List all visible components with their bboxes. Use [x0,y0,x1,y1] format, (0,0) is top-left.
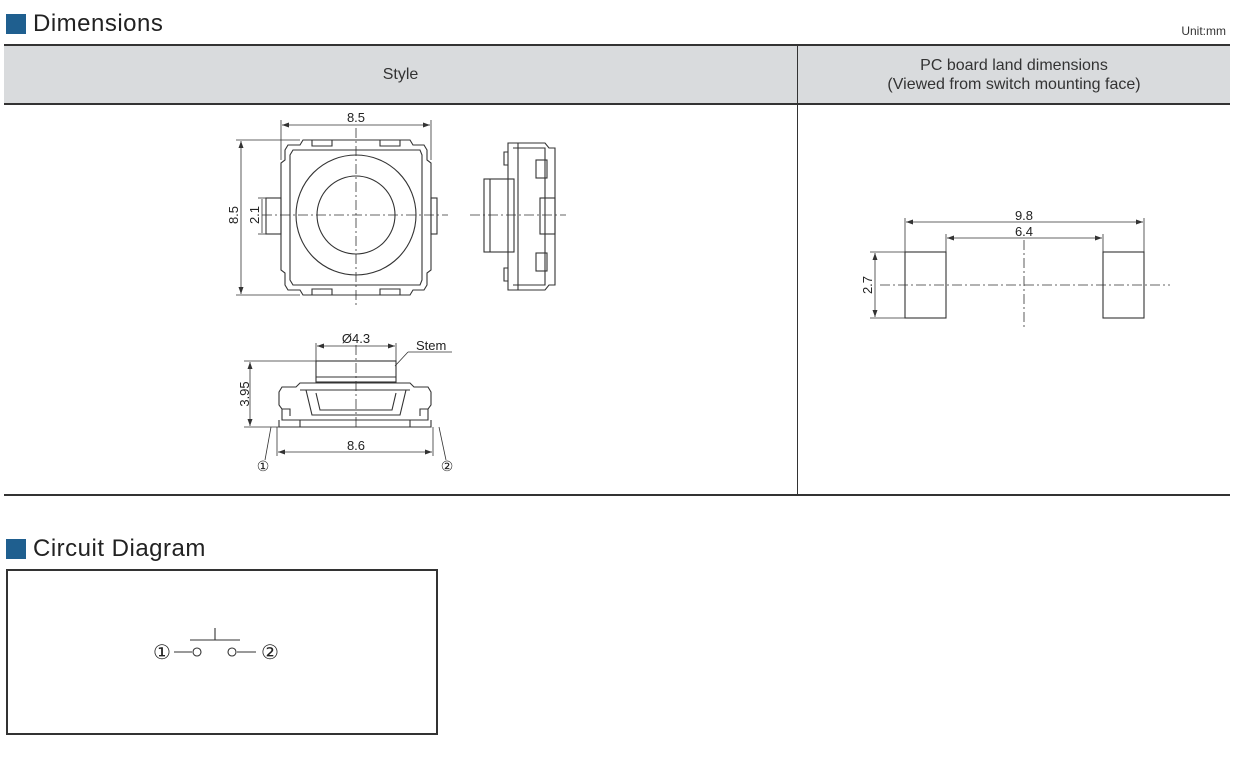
unit-label: Unit:mm [1181,24,1226,38]
style-column-header: Style [382,66,419,83]
pcb-header-line1: PC board land dimensions [920,56,1108,74]
pcb-column-header: PC board land dimensions (Viewed from sw… [798,46,1230,103]
dimensions-table: Style PC board land dimensions (Viewed f… [4,44,1230,496]
circuit-diagram-box [6,569,438,735]
dimensions-heading: Dimensions [6,10,163,38]
table-header: Style PC board land dimensions (Viewed f… [4,46,1230,105]
dimensions-title: Dimensions [33,10,164,37]
pcb-header-line2: (Viewed from switch mounting face) [887,75,1141,93]
circuit-title: Circuit Diagram [33,535,206,562]
circuit-heading: Circuit Diagram [6,535,206,563]
section-marker-icon [6,14,26,34]
column-divider [797,46,798,494]
section-marker-icon [6,539,26,559]
